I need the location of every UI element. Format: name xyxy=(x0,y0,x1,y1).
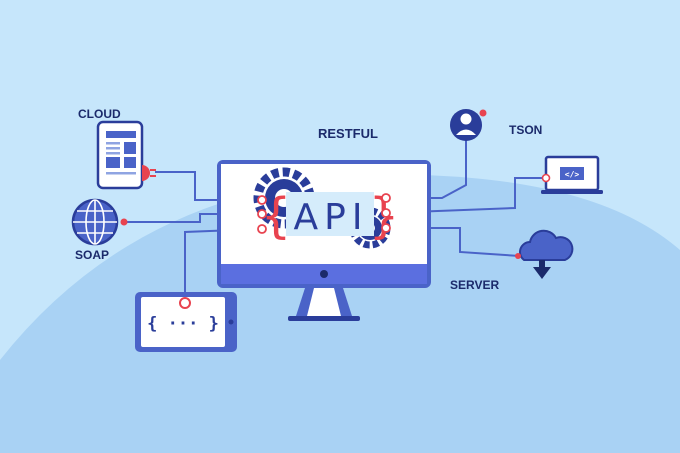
cloud-device xyxy=(96,120,156,190)
label-cloud: CLOUD xyxy=(78,107,121,121)
connector-ports xyxy=(257,193,391,234)
plug-icon xyxy=(142,165,150,181)
label-server: SERVER xyxy=(450,278,499,292)
label-restful: RESTFUL xyxy=(318,126,378,141)
code-icon: </> xyxy=(565,170,580,179)
cloud-download-icon xyxy=(515,229,574,279)
label-tson: TSON xyxy=(509,123,542,137)
label-soap: SOAP xyxy=(75,248,109,262)
api-panel xyxy=(286,192,374,236)
tablet-device: { ··· } xyxy=(135,292,237,352)
laptop-device: </> xyxy=(541,155,603,194)
api-text: API xyxy=(294,197,369,238)
user-avatar-icon xyxy=(450,109,487,141)
tablet-code-text: { ··· } xyxy=(147,314,219,334)
globe-icon xyxy=(71,198,128,246)
line-laptop xyxy=(385,177,546,214)
